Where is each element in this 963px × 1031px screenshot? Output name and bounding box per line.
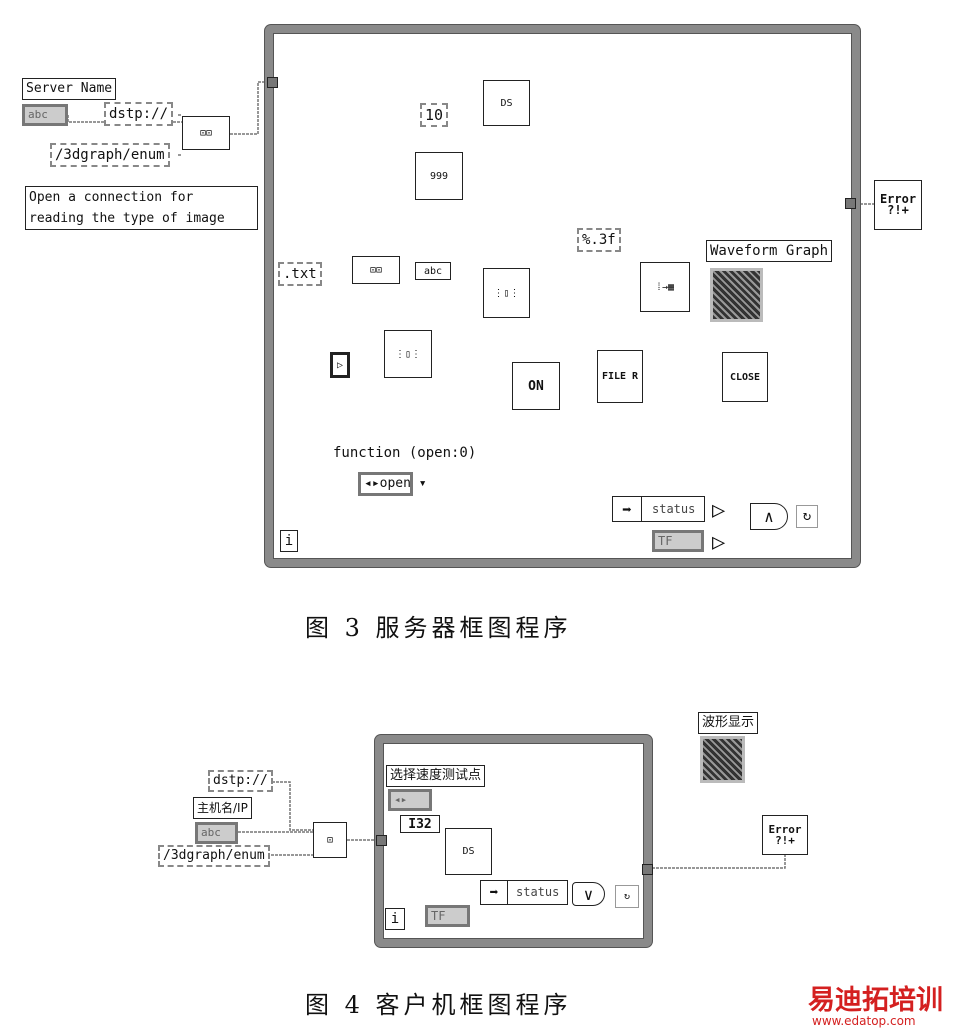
tf-constant-client: TF xyxy=(425,905,470,927)
close-file-node: CLOSE xyxy=(722,352,768,402)
open-file-node: ON xyxy=(512,362,560,410)
error-handler-node: Error ?!+ xyxy=(874,180,922,230)
format-constant: %.3f xyxy=(577,228,621,252)
read-file-node: FILE R xyxy=(597,350,643,403)
path-constant: /3dgraph/enum xyxy=(50,143,170,167)
or-gate: ∨ xyxy=(572,882,605,906)
not-gate-icon: ▷ xyxy=(712,498,726,523)
concatenate-node-client: ⊡ xyxy=(313,822,347,858)
tf-constant: TF xyxy=(652,530,704,552)
unbundle-status-node-client: ➡status xyxy=(480,880,568,905)
function-dropdown[interactable]: ◂▸open ▾ xyxy=(358,472,427,496)
host-label: 主机名/IP xyxy=(193,797,252,819)
select-point-label: 选择速度测试点 xyxy=(386,765,486,787)
loop-tunnel-in-client xyxy=(376,835,387,846)
file-path-icon: ▷ xyxy=(330,352,350,378)
waveform-graph-label: Waveform Graph xyxy=(706,240,833,262)
spreadsheet-string-to-array-node: ⁞→▦ xyxy=(640,262,690,312)
waveform-graph-terminal xyxy=(710,268,763,322)
not-gate-icon-2: ▷ xyxy=(712,530,726,555)
loop-condition-icon-client: ↻ xyxy=(615,885,639,908)
server-name-control[interactable]: abc xyxy=(22,104,68,126)
concatenate-node-2: ⊡⊡ xyxy=(352,256,400,284)
datasocket-read-node: DS xyxy=(483,80,530,126)
iteration-terminal: i xyxy=(280,530,298,552)
loop-condition-icon: ↻ xyxy=(796,505,818,528)
and-gate: ∧ xyxy=(750,503,788,530)
number-to-string-node: 999 xyxy=(415,152,463,200)
loop-tunnel-in xyxy=(267,77,278,88)
server-name-label: Server Name xyxy=(22,78,117,100)
select-point-control[interactable]: ◂▸ xyxy=(388,789,432,811)
function-label: function (open:0) xyxy=(333,445,477,461)
iteration-terminal-client: i xyxy=(385,908,405,930)
waveform-display-label: 波形显示 xyxy=(698,712,759,734)
error-handler-node-client: Error ?!+ xyxy=(762,815,808,855)
dstp-constant: dstp:// xyxy=(104,102,174,126)
watermark-brand: 易迪拓培训 xyxy=(808,985,943,1016)
unbundle-status-node: ➡status xyxy=(612,496,705,522)
status-label-client: status xyxy=(516,885,560,899)
loop-tunnel-out xyxy=(845,198,856,209)
ten-constant: 10 xyxy=(420,103,449,127)
path-constant-client: /3dgraph/enum xyxy=(158,845,270,867)
concatenate-strings-node: ⊡⊡ xyxy=(182,116,230,150)
function-value: open xyxy=(379,476,411,491)
status-label: status xyxy=(652,501,696,516)
figure4-caption: 图 4 客户机框图程序 xyxy=(305,991,572,1019)
build-path-node: ⋮▯⋮ xyxy=(483,268,530,318)
host-control[interactable]: abc xyxy=(195,822,238,844)
loop-tunnel-out-client xyxy=(642,864,653,875)
watermark-url: www.edatop.com xyxy=(812,1014,916,1028)
figure3-caption: 图 3 服务器框图程序 xyxy=(305,614,572,642)
waveform-display-terminal xyxy=(700,736,745,783)
datasocket-write-node: DS xyxy=(445,828,492,875)
i32-conversion-node: I32 xyxy=(400,815,440,833)
dstp-constant-client: dstp:// xyxy=(208,770,273,792)
build-path-node-2: ⋮▯⋮ xyxy=(384,330,432,378)
string-path-node: abc xyxy=(415,262,451,280)
while-loop-frame-server xyxy=(265,25,860,567)
txt-constant: .txt xyxy=(278,262,322,286)
comment-box: Open a connection for reading the type o… xyxy=(25,186,258,230)
